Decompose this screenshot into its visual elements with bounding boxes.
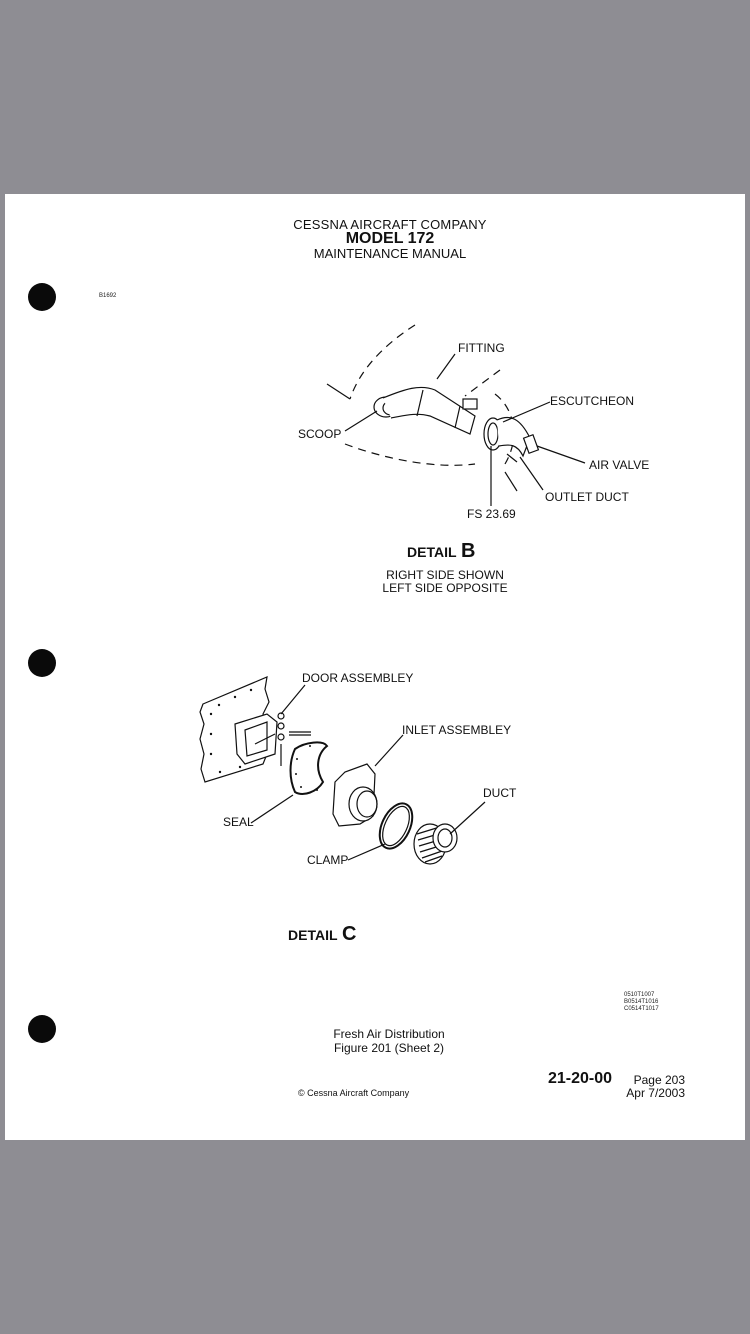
detail-b-subtitle-1: RIGHT SIDE SHOWN [386,568,504,582]
page-date: Apr 7/2003 [626,1086,685,1100]
drawing-ref: B0514T1016 [624,999,659,1005]
label-station: FS 23.69 [467,507,516,521]
binder-hole [28,649,56,677]
copyright: © Cessna Aircraft Company [298,1088,410,1098]
drawing-refs: 0510T1007 B0514T1016 C0514T1017 [624,992,659,1013]
detail-c-title: DETAIL C [288,923,356,946]
binder-hole [28,1015,56,1043]
caption-line-2: Figure 201 (Sheet 2) [333,1041,445,1055]
figure-code: B1692 [99,293,117,299]
label-escutcheon: ESCUTCHEON [550,394,635,408]
detail-c-word: DETAIL [288,927,338,943]
label-outlet-duct: OUTLET DUCT [545,490,629,504]
label-duct: DUCT [483,786,517,800]
detail-b-title: DETAIL B [407,540,475,563]
figure-caption: Fresh Air Distribution Figure 201 (Sheet… [289,1027,489,1055]
label-fitting: FITTING [458,341,505,355]
page-number: Page 203 [633,1073,685,1087]
drawing-ref: 0510T1007 [624,992,655,998]
page-info: Page 203 Apr 7/2003 [605,1074,685,1100]
manual-page: CESSNA AIRCRAFT COMPANY MODEL 172 MAINTE… [5,194,745,1140]
label-scoop: SCOOP [298,427,342,441]
drawing-ref: C0514T1017 [624,1006,659,1012]
label-seal: SEAL [223,815,254,829]
detail-b-word: DETAIL [407,544,457,560]
label-air-valve: AIR VALVE [589,458,650,472]
caption-line-1: Fresh Air Distribution [333,1027,445,1041]
label-inlet-assembly: INLET ASSEMBLEY [402,723,512,737]
detail-c-letter: C [341,923,357,945]
binder-hole [28,283,56,311]
detail-c-illustration [199,676,486,865]
chapter-number: 21-20-00 [548,1070,613,1087]
detail-b-letter: B [460,540,476,562]
detail-b-subtitle: RIGHT SIDE SHOWN LEFT SIDE OPPOSITE [335,569,555,595]
header-company: CESSNA AIRCRAFT COMPANY [293,217,487,232]
label-clamp: CLAMP [307,853,349,867]
label-door-assembly: DOOR ASSEMBLEY [302,671,414,685]
detail-b-subtitle-2: LEFT SIDE OPPOSITE [382,581,508,595]
detail-b-illustration [326,324,586,506]
header-model: MODEL 172 [345,230,435,247]
header-manual: MAINTENANCE MANUAL [313,246,467,261]
